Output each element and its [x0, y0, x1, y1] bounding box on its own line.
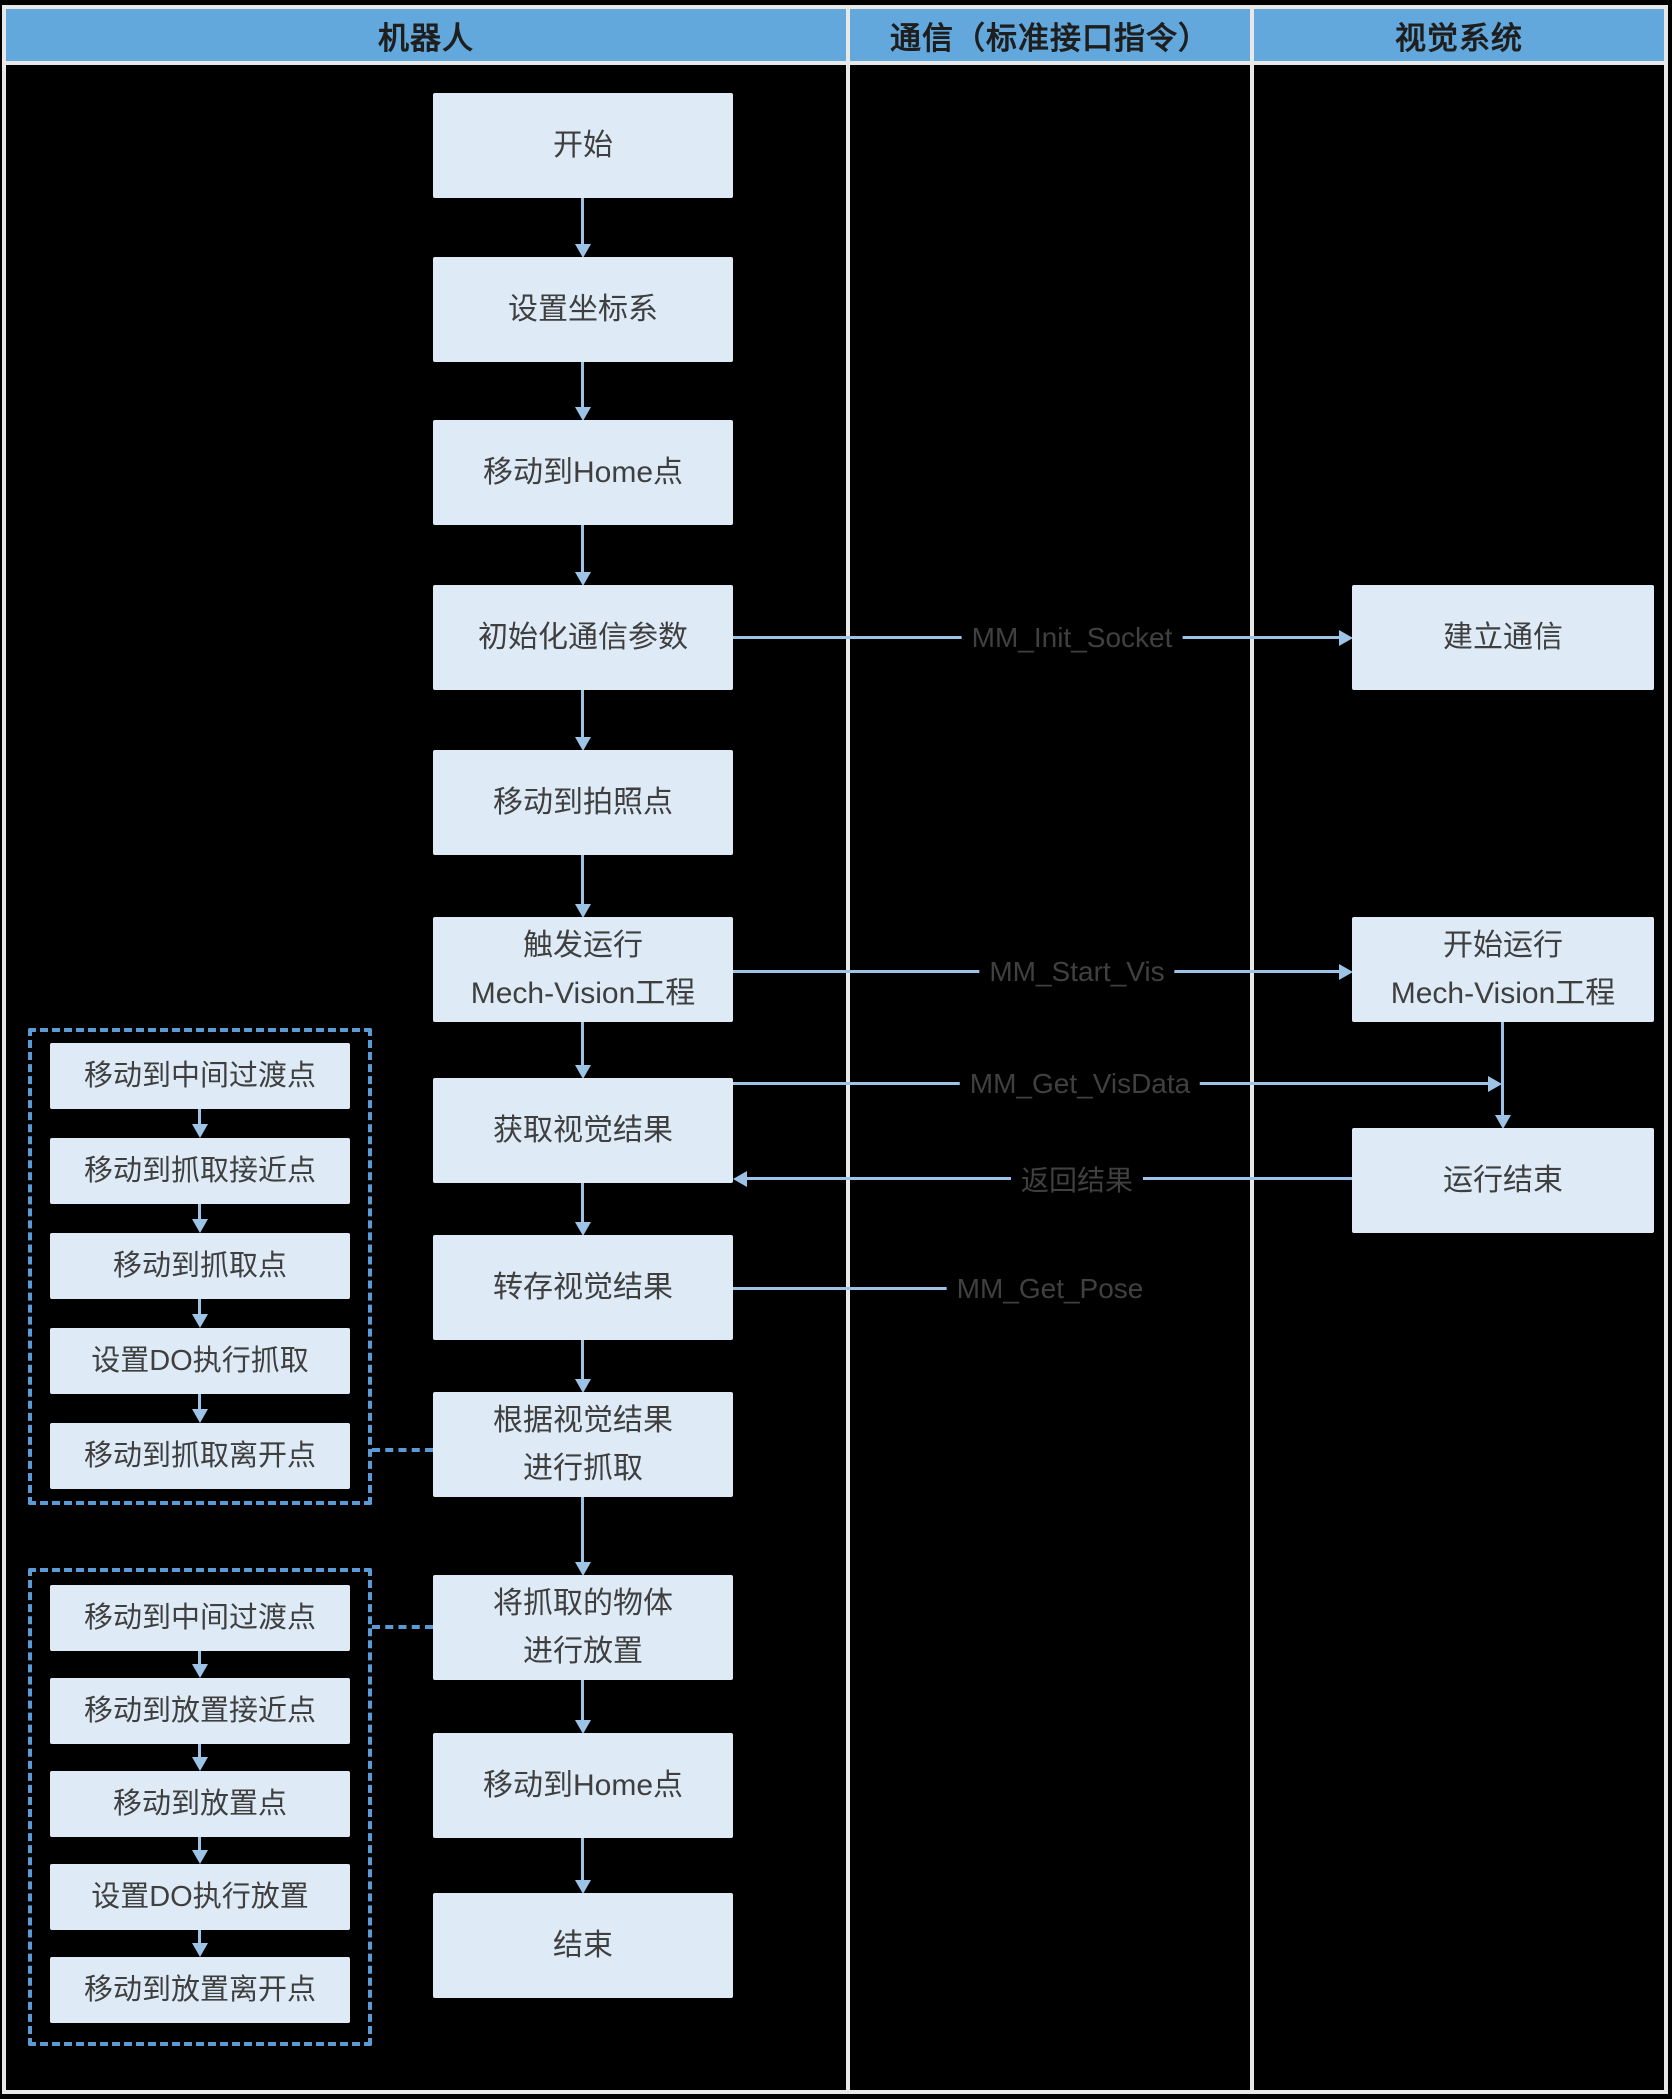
flow-node-run-end: 运行结束 [1352, 1128, 1654, 1233]
table-border-right [1664, 5, 1668, 2094]
place-step-4-label: 设置DO执行放置 [91, 1881, 309, 1913]
lane-divider-communication-vision [1250, 5, 1254, 2094]
grasp-step-approach-point: 移动到抓取接近点 [50, 1138, 350, 1204]
arrow-grasp-to-place [581, 1497, 584, 1562]
message-label-mm-init-socket: MM_Init_Socket [961, 622, 1183, 654]
arrow-place-to-move-home [581, 1680, 584, 1720]
flow-node-move-home-2-label: 移动到Home点 [482, 1768, 684, 1802]
flow-node-init-comm-params-label: 初始化通信参数 [478, 620, 688, 654]
flow-node-move-home-1-label: 移动到Home点 [482, 455, 684, 489]
table-border-bottom [2, 2090, 1668, 2094]
flow-node-trigger-run: 触发运行 Mech-Vision工程 [433, 917, 733, 1022]
place-step-2-label: 移动到放置接近点 [83, 1695, 316, 1727]
lane-header-robot: 机器人 [6, 9, 846, 61]
place-step-arrow-3 [198, 1837, 201, 1850]
place-step-arrow-4 [198, 1930, 201, 1943]
flow-node-grasp-by-result-line2: 进行抓取 [523, 1451, 643, 1485]
place-step-arrow-2 [198, 1744, 201, 1757]
flow-node-place-object-line2: 进行放置 [523, 1634, 643, 1668]
arrow-set-coords-to-move-home [581, 362, 584, 407]
grasp-step-2-label: 移动到抓取接近点 [83, 1155, 316, 1187]
arrow-start-to-set-coords [581, 198, 584, 244]
message-label-mm-get-pose: MM_Get_Pose [946, 1273, 1154, 1305]
grasp-sequence-group [28, 1028, 372, 1505]
arrow-move-home-to-end [581, 1838, 584, 1880]
flow-node-move-capture-point-label: 移动到拍照点 [493, 785, 673, 819]
flow-node-start: 开始 [433, 93, 733, 198]
header-divider-line [2, 61, 1668, 65]
grasp-step-arrow-2 [198, 1204, 201, 1219]
flow-node-end-label: 结束 [553, 1928, 613, 1962]
place-step-5-label: 移动到放置离开点 [83, 1974, 316, 2006]
place-step-1-label: 移动到中间过渡点 [83, 1602, 316, 1634]
grasp-step-3-label: 移动到抓取点 [112, 1250, 287, 1282]
grasp-step-1-label: 移动到中间过渡点 [83, 1060, 316, 1092]
flow-node-grasp-by-result: 根据视觉结果 进行抓取 [433, 1392, 733, 1497]
flow-node-place-object-line1: 将抓取的物体 [493, 1586, 673, 1620]
arrow-move-capture-to-trigger [581, 855, 584, 904]
lane-header-robot-label: 机器人 [378, 20, 474, 56]
lane-header-vision: 视觉系统 [1254, 9, 1664, 61]
flow-node-set-coords-label: 设置坐标系 [508, 292, 658, 326]
arrow-init-comm-to-move-capture [581, 690, 584, 737]
flow-node-start-run-vision-line1: 开始运行 [1443, 928, 1563, 962]
flow-node-get-vision-result: 获取视觉结果 [433, 1078, 733, 1183]
flow-node-move-home-1: 移动到Home点 [433, 420, 733, 525]
flow-node-init-comm-params: 初始化通信参数 [433, 585, 733, 690]
place-sequence-group [28, 1568, 372, 2046]
flow-node-store-vision-result: 转存视觉结果 [433, 1235, 733, 1340]
grasp-step-arrow-1 [198, 1109, 201, 1124]
flow-node-get-vision-result-label: 获取视觉结果 [493, 1113, 673, 1147]
flow-node-run-end-label: 运行结束 [1443, 1163, 1563, 1197]
lane-divider-robot-communication [846, 5, 850, 2094]
flow-node-start-run-vision: 开始运行 Mech-Vision工程 [1352, 917, 1654, 1022]
flow-node-start-run-vision-line2: Mech-Vision工程 [1390, 976, 1616, 1010]
place-step-3-label: 移动到放置点 [112, 1788, 287, 1820]
grasp-step-arrow-4 [198, 1394, 201, 1409]
table-border-top [2, 5, 1668, 9]
place-step-arrow-1 [198, 1651, 201, 1664]
flow-node-place-object: 将抓取的物体 进行放置 [433, 1575, 733, 1680]
message-line-mm-get-pose [733, 1287, 1140, 1290]
flow-node-move-home-2: 移动到Home点 [433, 1733, 733, 1838]
flow-node-start-label: 开始 [553, 128, 613, 162]
grasp-step-transition-point: 移动到中间过渡点 [50, 1043, 350, 1109]
flow-node-establish-comm-label: 建立通信 [1443, 620, 1563, 654]
flow-node-set-coords: 设置坐标系 [433, 257, 733, 362]
flow-node-store-vision-result-label: 转存视觉结果 [493, 1270, 673, 1304]
message-label-mm-get-visdata: MM_Get_VisData [959, 1068, 1201, 1100]
arrow-trigger-to-get-result [581, 1022, 584, 1065]
flow-node-grasp-by-result-line1: 根据视觉结果 [493, 1403, 673, 1437]
flow-node-move-capture-point: 移动到拍照点 [433, 750, 733, 855]
grasp-step-5-label: 移动到抓取离开点 [83, 1440, 316, 1472]
flow-node-trigger-run-line2: Mech-Vision工程 [470, 976, 696, 1010]
arrow-get-result-to-store-result [581, 1183, 584, 1222]
arrow-start-run-to-run-end [1501, 1022, 1504, 1115]
grasp-step-arrow-3 [198, 1299, 201, 1314]
grasp-step-4-label: 设置DO执行抓取 [91, 1345, 309, 1377]
place-step-set-do: 设置DO执行放置 [50, 1864, 350, 1930]
flow-node-trigger-run-line1: 触发运行 [523, 928, 643, 962]
arrow-store-result-to-grasp [581, 1340, 584, 1379]
place-step-depart-point: 移动到放置离开点 [50, 1957, 350, 2023]
place-step-transition-point: 移动到中间过渡点 [50, 1585, 350, 1651]
lane-header-vision-label: 视觉系统 [1395, 20, 1523, 56]
grasp-step-set-do: 设置DO执行抓取 [50, 1328, 350, 1394]
place-step-approach-point: 移动到放置接近点 [50, 1678, 350, 1744]
grasp-group-connector [372, 1448, 433, 1452]
lane-header-communication: 通信（标准接口指令） [850, 9, 1250, 61]
lane-header-communication-label: 通信（标准接口指令） [890, 20, 1210, 56]
flow-node-end: 结束 [433, 1893, 733, 1998]
grasp-step-grasp-point: 移动到抓取点 [50, 1233, 350, 1299]
table-border-left [2, 5, 6, 2094]
message-label-mm-start-vis: MM_Start_Vis [979, 956, 1175, 988]
message-label-return-result: 返回结果 [1010, 1159, 1144, 1199]
flow-node-establish-comm: 建立通信 [1352, 585, 1654, 690]
place-group-connector [372, 1625, 433, 1629]
arrow-move-home-to-init-comm [581, 525, 584, 572]
grasp-step-depart-point: 移动到抓取离开点 [50, 1423, 350, 1489]
place-step-place-point: 移动到放置点 [50, 1771, 350, 1837]
